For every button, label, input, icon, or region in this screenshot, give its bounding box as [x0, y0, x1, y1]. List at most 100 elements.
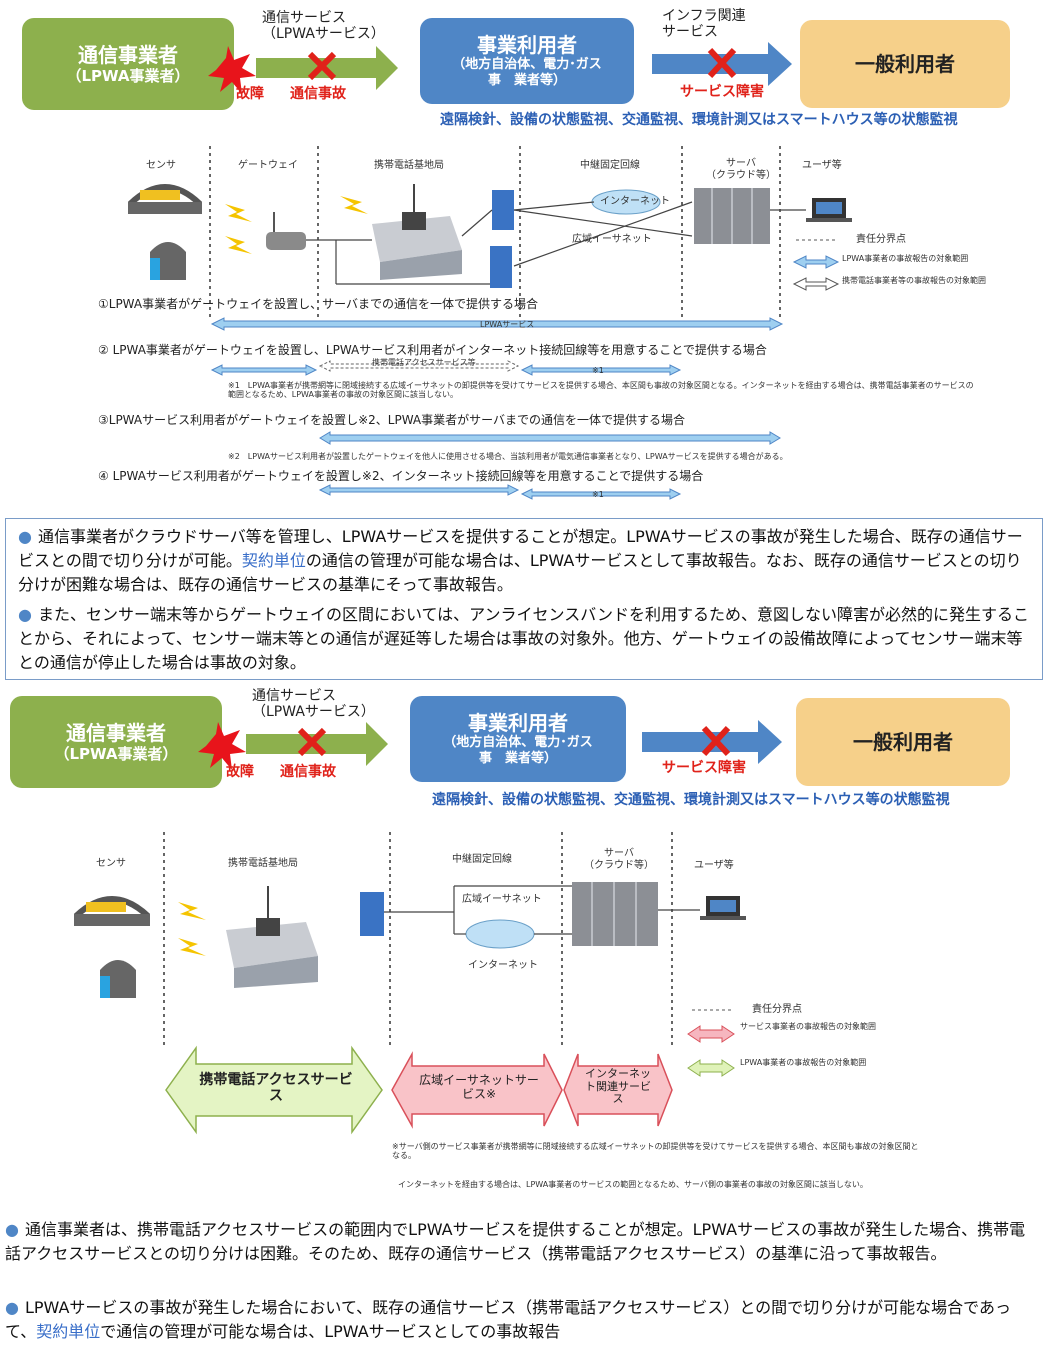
contract-unit-link-2[interactable]: 契約単位: [36, 1322, 101, 1341]
business-box-line2: （地方自治体、電力･ガス: [452, 57, 602, 73]
panel2-bullet-1: ●通信事業者は、携帯電話アクセスサービスの範囲内でLPWAサービスを提供すること…: [5, 1218, 1035, 1266]
internet-cloud-icon-2: [465, 919, 535, 949]
internet-service-arrow: [563, 1053, 673, 1127]
panel1-b1-pre: 通信事業者がクラウドサーバ等を管理し、LPWAサービスを提供することが想定。LP…: [18, 527, 1023, 570]
col-sensor-label: センサ: [146, 160, 176, 171]
scenario2-mark1: ※1: [592, 366, 604, 375]
flow-arrows-3: [198, 722, 388, 770]
panel2-b2-pre: LPWAサービスの事故が発生した場合において、既存の通信サービス（携帯電話アクセ…: [5, 1298, 1012, 1341]
cross-icon: [307, 51, 337, 81]
business-box-2-title: 事業利用者: [468, 711, 568, 736]
col-relay-label: 中継固定回線: [580, 160, 640, 171]
wireless-bolt-icons-2: [178, 902, 206, 956]
internet-service-label: インターネット関連サービス: [585, 1067, 651, 1106]
scenario2-bars: [210, 360, 682, 376]
wide-ether-label: 広域イーサネット: [572, 234, 652, 245]
bullet-dot-icon: ●: [18, 527, 32, 546]
wireless-bolt-icons: [225, 196, 368, 254]
panel1-b1-post: の通信の管理が可能な場合は、LPWAサービスとして事故報告。なお、既存の通信サー…: [18, 551, 1022, 594]
scenario2-label: ② LPWA事業者がゲートウェイを設置し、LPWAサービス利用者がインターネット…: [98, 343, 767, 357]
wide-ether-service-label: 広域イーサネットサービス※: [419, 1073, 539, 1101]
arrow2-label-line2: サービス: [662, 24, 718, 41]
business-box-title: 事業利用者: [477, 33, 577, 58]
scenario4-bars: [318, 484, 682, 500]
col-gateway-label: ゲートウェイ: [238, 160, 298, 171]
arrow1-label: 通信サービス （LPWAサービス）: [262, 10, 385, 42]
legend-red-text: サービス事業者の事故報告の対象範囲: [740, 1022, 876, 1031]
fault-burst-icon: [208, 46, 256, 94]
general-user-box-2: 一般利用者: [796, 698, 1010, 786]
diagram2-note2: インターネットを経由する場合は、LPWA事業者のサービスの範囲となるため、サーバ…: [398, 1180, 868, 1189]
arrow2-label-line1: インフラ関連: [662, 8, 746, 24]
scenario3-bar: [319, 431, 781, 445]
legend-white-arrow: [792, 277, 840, 291]
explanation-panel-1: ●通信事業者がクラウドサーバ等を管理し、LPWAサービスを提供することが想定。L…: [5, 518, 1043, 680]
cross-icon-2: [707, 47, 737, 79]
scenario3-label: ③LPWAサービス利用者がゲートウェイを設置し※2、LPWA事業者がサーバまでの…: [98, 413, 686, 427]
base-station-icon-2: [226, 886, 318, 988]
service-fault-label: サービス障害: [680, 84, 764, 100]
carrier-box-2-title: 通信事業者: [66, 721, 166, 745]
comm-accident-label-2: 通信事故: [280, 764, 336, 780]
carrier-box: 通信事業者 （LPWA事業者）: [22, 18, 234, 110]
tunnel-sensor-icon-2: [100, 960, 136, 998]
fault-label-2: 故障: [226, 764, 254, 780]
arrow1-label-line1: 通信サービス: [262, 10, 346, 26]
arrow2-label: インフラ関連 サービス: [662, 8, 746, 40]
arrow1-label-line2: （LPWAサービス）: [262, 26, 385, 43]
col-user-label: ユーザ等: [802, 160, 842, 171]
carrier-box-2-subtitle: （LPWA事業者）: [54, 745, 178, 763]
scenario2-bar-label: 携帯電話アクセスサービス等: [372, 358, 476, 367]
explanation-panel-2: ●通信事業者は、携帯電話アクセスサービスの範囲内でLPWAサービスを提供すること…: [5, 1212, 1043, 1348]
carrier-box-title: 通信事業者: [78, 43, 178, 67]
carrier-box-subtitle: （LPWA事業者）: [66, 67, 190, 85]
scenario4-label: ④ LPWAサービス利用者がゲートウェイを設置し※2、インターネット接続回線等を…: [98, 469, 704, 483]
legend-green-text: LPWA事業者の事故報告の対象範囲: [740, 1058, 867, 1067]
contract-unit-link[interactable]: 契約単位: [241, 551, 306, 570]
col-sensor-label-2: センサ: [96, 858, 126, 869]
general-user-box: 一般利用者: [800, 20, 1010, 108]
server-icon: [694, 188, 770, 244]
network-diagram-2: [73, 832, 746, 1135]
fault-burst-icon-2: [198, 722, 246, 770]
flow-arrows-4: [642, 720, 782, 764]
note1-text: ※1 LPWA事業者が携帯網等に閉域接続する広域イーサネットの卸提供等を受けてサ…: [228, 381, 974, 400]
diagram2-caption: 遠隔検針、設備の状態監視、交通監視、環境計測又はスマートハウス等の状態監視: [432, 792, 950, 808]
bridge-sensor-icon-2: [73, 896, 151, 926]
fault-label: 故障: [236, 86, 264, 102]
scenario1-label: ①LPWA事業者がゲートウェイを設置し、サーバまでの通信を一体で提供する場合: [98, 297, 538, 311]
bullet-dot-icon: ●: [5, 1298, 19, 1317]
col-user-label-2: ユーザ等: [694, 860, 734, 871]
wide-ether-arrow: [391, 1051, 563, 1129]
carrier-box-2: 通信事業者 （LPWA事業者）: [10, 696, 222, 788]
legend-blue-arrow: [792, 255, 840, 269]
gateway-icon: [266, 212, 306, 250]
panel2-b2-post: で通信の管理が可能な場合は、LPWAサービスとしての事故報告: [100, 1322, 561, 1341]
wide-ether-label-2: 広域イーサネット: [462, 894, 542, 905]
cross-icon-3: [297, 727, 327, 757]
comm-accident-label: 通信事故: [290, 86, 346, 102]
server-icon-2: [572, 882, 658, 946]
business-box-2-line2: （地方自治体、電力･ガス: [443, 735, 593, 751]
legend-red-arrow: [687, 1025, 735, 1043]
panel1-bullet-1: ●通信事業者がクラウドサーバ等を管理し、LPWAサービスを提供することが想定。L…: [18, 525, 1033, 597]
business-box-line3: 事 業者等）: [487, 73, 566, 88]
legend-green-arrow: [687, 1059, 735, 1077]
diagram1-caption: 遠隔検針、設備の状態監視、交通監視、環境計測又はスマートハウス等の状態監視: [440, 112, 958, 128]
mobile-access-label: 携帯電話アクセスサービス: [199, 1072, 353, 1105]
service-fault-label-2: サービス障害: [662, 760, 746, 776]
switch-icon-2: [360, 892, 384, 936]
mobile-access-arrow: [165, 1045, 383, 1135]
legend-boundary-text: 責任分界点: [856, 234, 906, 245]
legend-boundary-text-2: 責任分界点: [752, 1004, 802, 1015]
bullet-dot-icon: ●: [5, 1220, 19, 1239]
tunnel-sensor-icon: [150, 242, 186, 280]
internet-label-2: インターネット: [468, 960, 538, 971]
scenario1-bar-label: LPWAサービス: [480, 320, 535, 329]
flow-arrows-1: [208, 46, 398, 94]
scenario1-bar: [210, 317, 784, 331]
network-diagram-1: [127, 146, 852, 500]
laptop-icon-2: [700, 896, 746, 920]
cross-icon-4: [701, 725, 731, 757]
business-user-box-2: 事業利用者 （地方自治体、電力･ガス 事 業者等）: [410, 696, 626, 782]
